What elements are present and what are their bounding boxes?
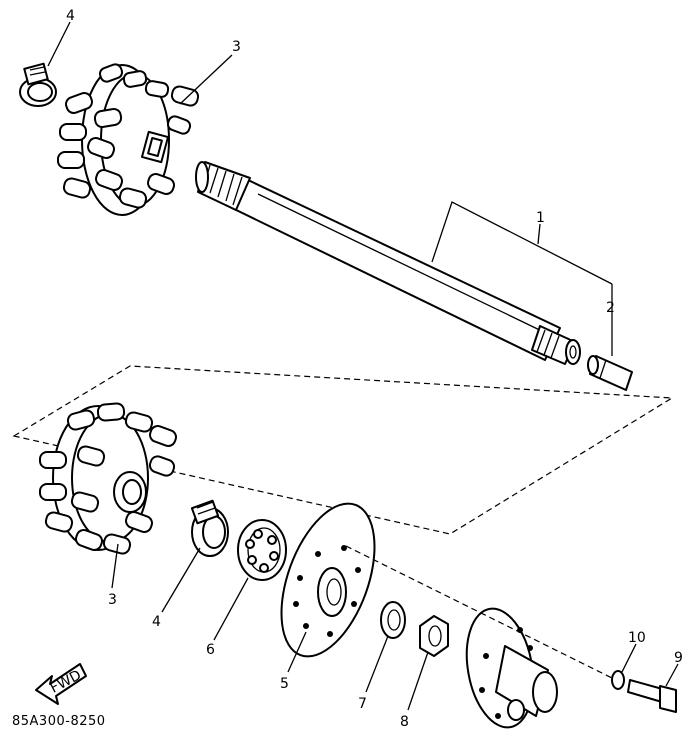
leader-10 <box>621 643 637 673</box>
callout-4-bottom: 4 <box>152 614 161 630</box>
callout-9: 9 <box>674 650 683 666</box>
drive-hub <box>465 607 558 729</box>
part-code: 85A300-8250 <box>12 714 106 729</box>
callout-3-bottom: 3 <box>108 592 117 608</box>
leader-6 <box>213 577 249 641</box>
callout-6: 6 <box>206 642 215 658</box>
washer <box>380 601 406 639</box>
callout-2: 2 <box>606 300 615 316</box>
flange-plate <box>280 502 376 658</box>
callout-3-top: 3 <box>232 39 241 55</box>
shaft-pin <box>587 355 633 391</box>
callout-7: 7 <box>358 696 367 712</box>
bearing <box>237 519 287 581</box>
callout-8: 8 <box>400 714 409 730</box>
leader-7 <box>365 635 389 693</box>
leader-5 <box>287 631 307 673</box>
hose-clamp-bottom <box>190 499 229 557</box>
drive-shaft <box>195 161 581 365</box>
leader-4-top <box>47 21 71 67</box>
hose-clamp-top <box>19 62 57 107</box>
callout-4-top: 4 <box>66 8 75 24</box>
callout-1: 1 <box>536 210 545 226</box>
callout-10: 10 <box>628 630 646 646</box>
leader-3-bottom <box>111 543 119 589</box>
leader-3-top <box>179 54 233 105</box>
leader-9 <box>665 663 679 687</box>
callout-5: 5 <box>280 676 289 692</box>
fwd-label: FWD <box>48 667 84 696</box>
leader-1 <box>431 201 613 356</box>
leader-4-bottom <box>161 547 201 613</box>
bolt <box>627 679 677 713</box>
small-washer <box>611 670 625 690</box>
leader-8 <box>407 651 429 711</box>
assembly-outline <box>12 365 674 535</box>
drive-sprocket-top <box>57 63 200 216</box>
hex-nut <box>419 615 449 657</box>
fwd-direction-arrow: FWD <box>35 663 87 705</box>
drive-sprocket-bottom <box>39 402 177 555</box>
